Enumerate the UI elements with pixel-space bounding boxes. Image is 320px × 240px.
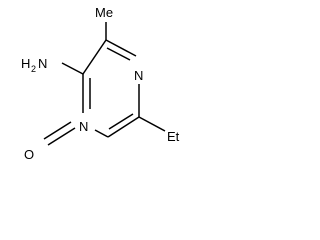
ring-nitrogen-top: N	[134, 68, 143, 83]
bond-c2-nh2	[61, 62, 84, 75]
amino-subscript: 2	[31, 64, 36, 74]
bond-c5-c6	[107, 116, 140, 138]
bond-c3-n4-inner	[106, 47, 131, 61]
bond-n1-o	[47, 127, 76, 146]
ethyl-label: Et	[167, 129, 180, 144]
ring-nitrogen-bottom: N	[79, 119, 88, 134]
structure-canvas: H 2 N Me N N O Et	[0, 0, 217, 167]
bond-c2-c3	[82, 39, 107, 75]
amino-h-label: H	[21, 56, 30, 71]
amino-n-label: N	[38, 56, 47, 71]
bond-c3-n4	[105, 39, 137, 57]
bond-c5-c6-inner	[108, 113, 134, 130]
methyl-label: Me	[95, 5, 113, 20]
bond-c5-et	[138, 116, 166, 132]
bond-c6-n1	[94, 129, 109, 138]
molecule-diagram: H 2 N Me N N O Et	[21, 5, 180, 162]
bond-n1-o-inner	[43, 121, 72, 140]
oxide-oxygen-label: O	[24, 147, 34, 162]
